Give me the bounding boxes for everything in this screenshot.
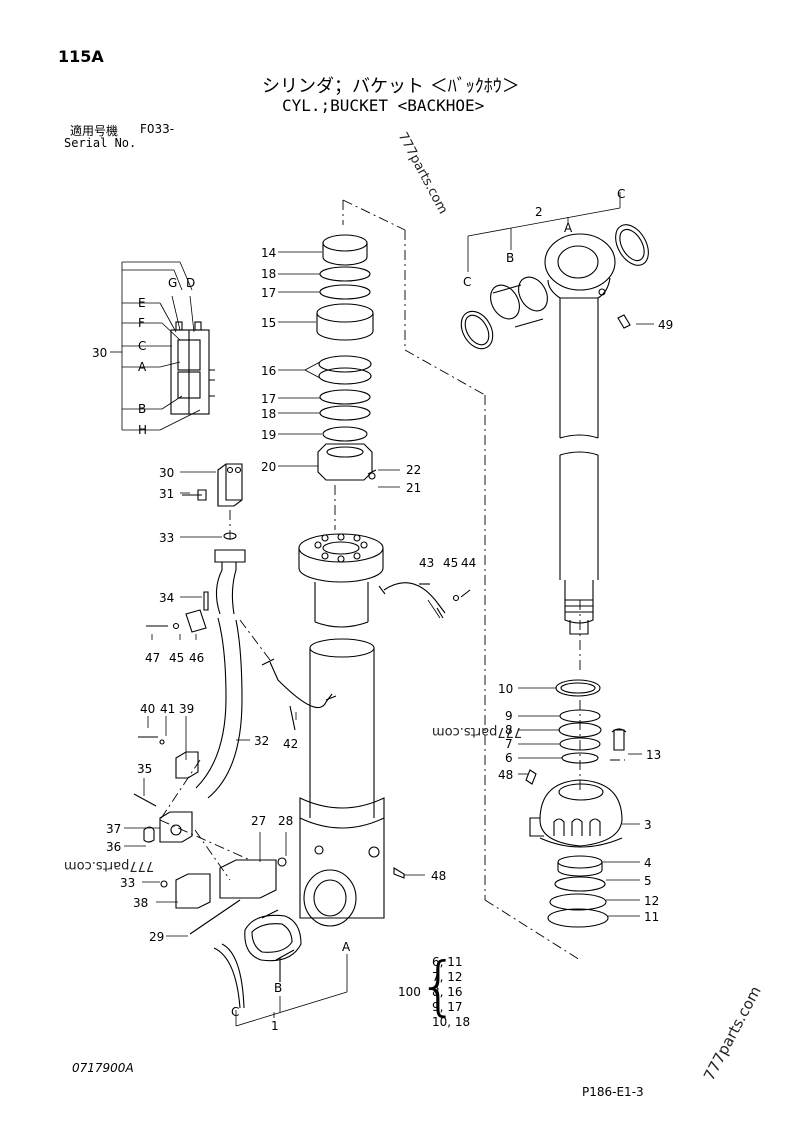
- callout-17: 17: [261, 286, 276, 300]
- callout-9: 9: [505, 709, 513, 723]
- callout-30: 30: [92, 346, 107, 360]
- hydraulic-line-parts: [133, 463, 405, 935]
- callout-7: 7: [505, 737, 513, 751]
- callout-30: 30: [159, 466, 174, 480]
- callout-brackets-rod: [467, 192, 654, 325]
- callout-48: 48: [498, 768, 513, 782]
- seal-kit-row: 9, 17: [432, 1000, 463, 1014]
- callout-8: 8: [505, 723, 513, 737]
- piston-rod: [544, 233, 631, 635]
- serial-code: F033-: [140, 122, 175, 136]
- callout-13: 13: [646, 748, 661, 762]
- callout-47: 47: [145, 651, 160, 665]
- callout-labels: 14 18 17 15 16 17 18 19 20 22 21 2 A C B…: [92, 187, 673, 1033]
- callout-42: 42: [283, 737, 298, 751]
- callout-20: 20: [261, 460, 276, 474]
- callout-leaders-head: [518, 687, 642, 917]
- callout-C: C: [138, 339, 146, 353]
- callout-A: A: [138, 360, 147, 374]
- callout-11: 11: [644, 910, 659, 924]
- callout-34: 34: [159, 591, 174, 605]
- callout-44: 44: [461, 556, 476, 570]
- seal-kit-row: 7, 12: [432, 970, 463, 984]
- callout-38: 38: [133, 896, 148, 910]
- serial-label-japanese: 適用号機: [70, 124, 119, 138]
- callout-leaders-stack: [278, 251, 400, 488]
- callout-45: 45: [169, 651, 184, 665]
- seal-kit-row: 6, 11: [432, 955, 463, 969]
- title-japanese: シリンダ；バケット ＜ﾊﾞｯｸﾎｳ＞: [262, 76, 520, 97]
- pin-bushings-bottom: [213, 909, 302, 1009]
- callout-G: G: [168, 276, 177, 290]
- callout-19: 19: [261, 428, 276, 442]
- callout-31: 31: [159, 487, 174, 501]
- callout-10: 10: [498, 682, 513, 696]
- callout-16: 16: [261, 364, 276, 378]
- callout-3: 3: [644, 818, 652, 832]
- serial-label-english: Serial No.: [64, 136, 137, 150]
- callout-4: 4: [644, 856, 652, 870]
- callout-43: 43: [419, 556, 434, 570]
- rod-bushings: [460, 224, 649, 350]
- seal-kit-number: 100: [398, 985, 421, 999]
- tube-band-clamp: [261, 582, 471, 731]
- callout-28: 28: [278, 814, 293, 828]
- callout-37: 37: [106, 822, 121, 836]
- brace-icon: {: [418, 950, 459, 1024]
- callout-B: B: [274, 981, 282, 995]
- valve-inset: [170, 321, 215, 415]
- callout-15: 15: [261, 316, 276, 330]
- callout-B: B: [138, 402, 146, 416]
- callout-C: C: [463, 275, 471, 289]
- callout-18: 18: [261, 267, 276, 281]
- callout-17: 17: [261, 392, 276, 406]
- cylinder-tube: [298, 533, 385, 927]
- callout-41: 41: [160, 702, 175, 716]
- callout-leaders-left: [124, 471, 441, 937]
- callout-49: 49: [658, 318, 673, 332]
- cylinder-head-ring-stack: [316, 234, 377, 481]
- document-code: 0717900A: [72, 1061, 134, 1075]
- callout-2: 2: [535, 205, 543, 219]
- callout-32: 32: [254, 734, 269, 748]
- page-number: 115A: [58, 47, 104, 66]
- callout-5: 5: [644, 874, 652, 888]
- callout-33: 33: [159, 531, 174, 545]
- callout-B: B: [506, 251, 514, 265]
- seal-kit-row: 10, 18: [432, 1015, 471, 1029]
- callout-22: 22: [406, 463, 421, 477]
- callout-12: 12: [644, 894, 659, 908]
- figure-code: P186-E1-3: [582, 1085, 644, 1099]
- callout-14: 14: [261, 246, 276, 260]
- callout-C: C: [617, 187, 625, 201]
- title-english: CYL.;BUCKET <BACKHOE>: [282, 96, 485, 115]
- callout-29: 29: [149, 930, 164, 944]
- callout-H: H: [138, 423, 147, 437]
- callout-1: 1: [271, 1019, 279, 1033]
- seal-kit-row: 8, 16: [432, 985, 463, 999]
- callout-46: 46: [189, 651, 204, 665]
- callout-18: 18: [261, 407, 276, 421]
- callout-A: A: [564, 221, 573, 235]
- callout-D: D: [186, 276, 195, 290]
- callout-E: E: [138, 296, 146, 310]
- callout-6: 6: [505, 751, 513, 765]
- callout-F: F: [138, 316, 145, 330]
- callout-36: 36: [106, 840, 121, 854]
- assembly-dashed-lines: [159, 199, 625, 961]
- callout-A: A: [342, 940, 351, 954]
- cylinder-head-rings: [525, 679, 627, 928]
- callout-48: 48: [431, 869, 446, 883]
- callout-40: 40: [140, 702, 155, 716]
- callout-C: C: [231, 1005, 239, 1019]
- callout-33: 33: [120, 876, 135, 890]
- callout-21: 21: [406, 481, 421, 495]
- callout-brackets-bottom: [235, 954, 348, 1027]
- callout-39: 39: [179, 702, 194, 716]
- callout-27: 27: [251, 814, 266, 828]
- callout-45: 45: [443, 556, 458, 570]
- valve-inset-brackets: [110, 261, 201, 431]
- callout-35: 35: [137, 762, 152, 776]
